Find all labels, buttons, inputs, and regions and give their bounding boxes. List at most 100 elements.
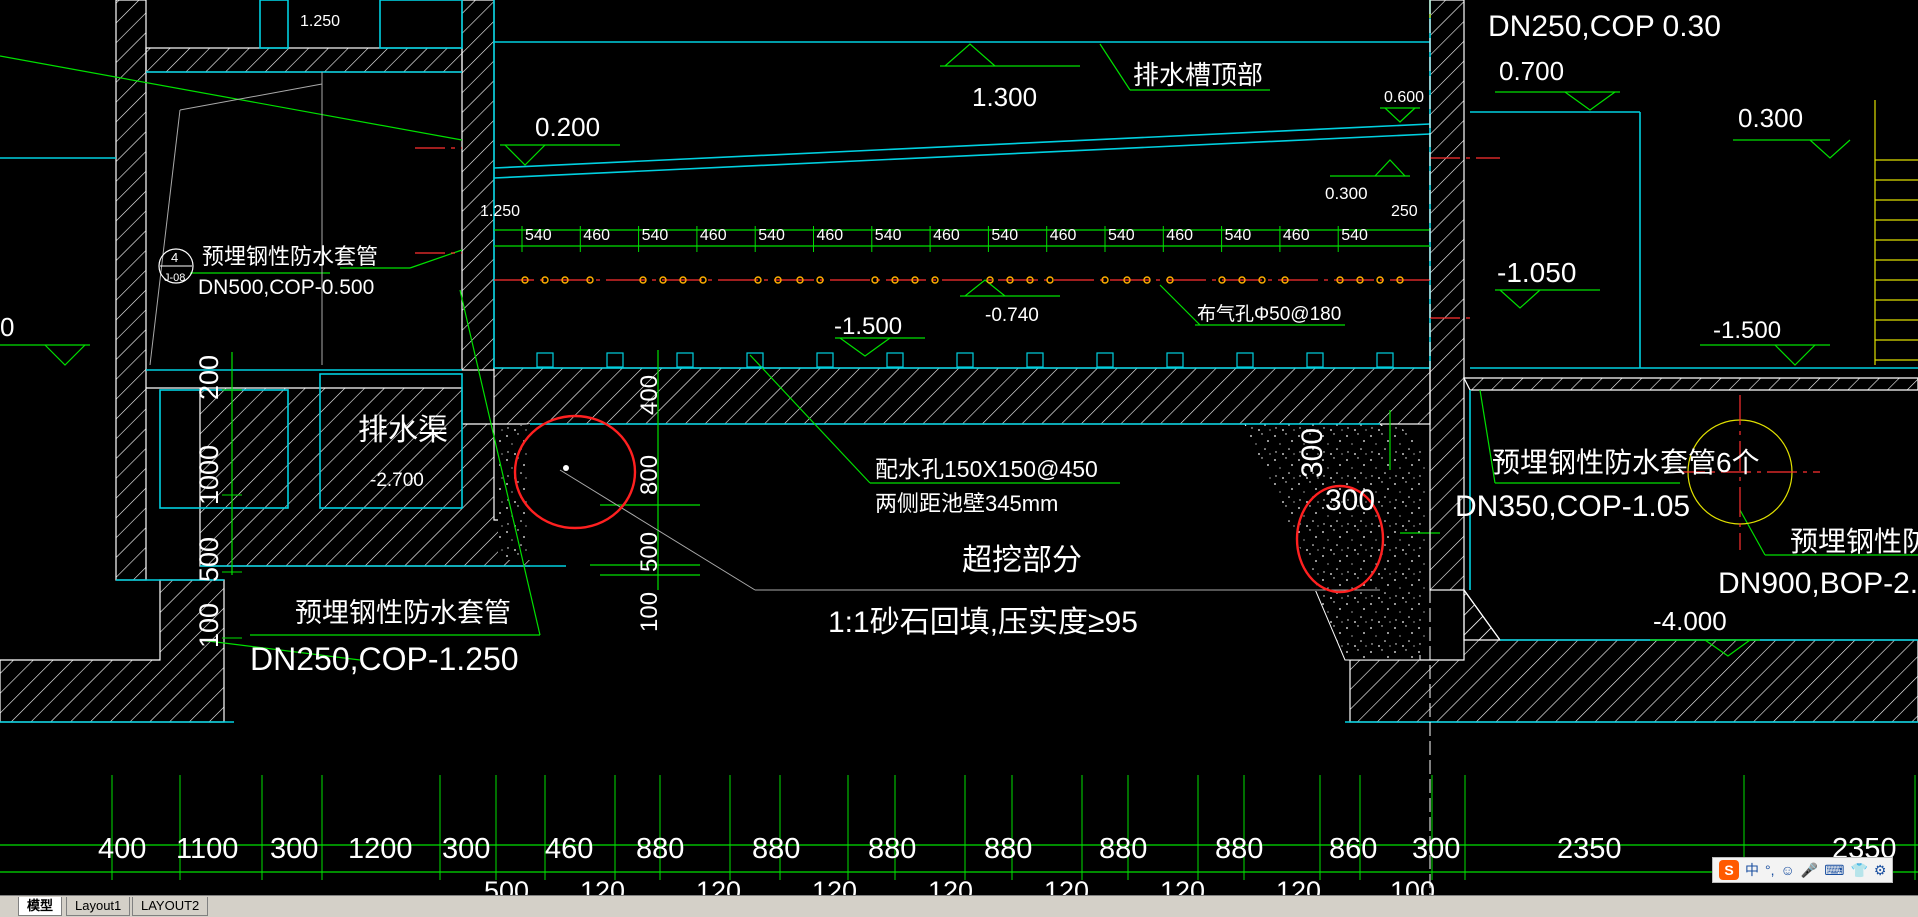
label-detail-sheet: J-08 [164,272,185,284]
top-dim-label: 460 [1050,227,1077,244]
label-sleeve-left-title: 预埋钢性防水套管 [202,244,378,269]
label-dim-300-right: 300 [1325,484,1375,517]
bottom-sub-dim-label: 120 [696,876,741,895]
label-elev-neg-1-050: -1.050 [1497,257,1576,288]
bottom-sub-dim-label: 120 [1044,876,1089,895]
cad-drawing-canvas[interactable]: 排水槽顶部 1.300 0.200 0.600 0.300 250 0.700 … [0,0,1918,895]
label-backfill: 1:1砂石回填,压实度≥95 [828,606,1138,639]
bottom-dim-label: 880 [1215,833,1263,865]
cyan-outlines [0,0,1918,723]
top-dim-label: 540 [1341,227,1368,244]
ime-logo-icon[interactable]: S [1719,860,1739,880]
label-elev-neg-4-000: -4.000 [1653,606,1727,636]
bottom-sub-dim-label: 120 [1160,876,1205,895]
label-water-hole: 配水孔150X150@450 [875,456,1098,482]
top-dim-label: 540 [991,227,1018,244]
top-dim-label: 460 [933,227,960,244]
label-elev-1-250-top: 1.250 [300,13,340,30]
left-vert-dim-label: 200 [194,355,224,400]
mid-vert-dim-label: 800 [636,455,663,495]
mid-vert-dim-label: 400 [636,375,663,415]
label-detail-num: 4 [171,250,178,265]
bottom-sub-dim-label: 500 [484,876,529,895]
bottom-dim-label: 880 [868,833,916,865]
red-axis-lines [415,147,1820,550]
ime-punct[interactable]: °, [1765,862,1775,878]
bottom-dim-label: 860 [1329,833,1377,865]
label-elev-1-300: 1.300 [972,82,1037,112]
label-sleeve-right-spec: DN900,BOP-2.85 [1718,567,1918,600]
mid-vert-dim-label: 100 [636,592,663,632]
label-elev-1-250-left: 1.250 [480,203,520,220]
layout-tab-bar: 模型 Layout1 LAYOUT2 [0,895,1918,917]
label-trench-top: 排水槽顶部 [1133,60,1263,90]
tab-model[interactable]: 模型 [18,897,63,916]
ime-mode[interactable]: 中 [1745,862,1759,878]
vent-row [494,276,1430,284]
bottom-dim-label: 880 [984,833,1032,865]
left-vert-dim-label: 500 [194,537,224,582]
label-sleeve6-title: 预埋钢性防水套管6个 [1492,447,1760,478]
label-elev-neg-1-500-right: -1.500 [1713,317,1781,344]
highlight-circle-left[interactable] [513,414,637,530]
top-dim-label: 460 [817,227,844,244]
label-side-dist: 两侧距池壁345mm [875,491,1058,516]
bottom-sub-dim-label: 120 [1276,876,1321,895]
label-overdig: 超挖部分 [962,544,1082,577]
label-elev-neg-2-700: -2.700 [370,470,424,491]
red-highlight-circles[interactable] [513,414,1385,594]
green-lines [0,43,1918,880]
ime-voice-icon[interactable]: 🎤 [1800,861,1819,878]
label-dn250-top: DN250,COP 0.30 [1488,10,1721,43]
ime-keyboard-icon[interactable]: ⌨ [1824,861,1845,878]
top-dim-label: 540 [758,227,785,244]
bottom-sub-dim-label: 120 [928,876,973,895]
label-sleeve-left-spec: DN500,COP-0.500 [198,276,374,299]
ime-skin-icon[interactable]: 👕 [1850,861,1868,878]
label-vent-hole: 布气孔Φ50@180 [1197,303,1341,325]
grey-lines [149,72,1380,591]
bottom-dim-label: 300 [270,833,318,865]
drawing-labels: 排水槽顶部 1.300 0.200 0.600 0.300 250 0.700 … [0,10,1918,677]
label-elev-0-700: 0.700 [1499,56,1564,86]
label-sleeve-bottom-spec: DN250,COP-1.250 [250,641,519,677]
label-elev-neg-1-500-mid: -1.500 [834,313,902,340]
bottom-sub-dim-label: 120 [580,876,625,895]
bottom-dim-label: 300 [1412,833,1460,865]
top-dim-label: 540 [1108,227,1135,244]
backfill-regions [494,423,1425,661]
ime-emoji-icon[interactable]: ☺ [1780,862,1795,878]
label-elev-neg-0-740: -0.740 [985,305,1039,326]
label-drain-channel: 排水渠 [358,414,448,447]
top-dim-label: 540 [642,227,669,244]
tab-layout2[interactable]: LAYOUT2 [132,897,209,916]
detail-callout-circle [158,248,194,284]
bottom-sub-dim-label: 120 [812,876,857,895]
label-dim-250: 250 [1391,203,1418,220]
bottom-dim-label: 2350 [1557,833,1622,865]
tab-layout1[interactable]: Layout1 [66,897,131,916]
bottom-sub-dimension-row: 500 120 120 120 120 120 120 120 100 [484,876,1435,895]
top-dim-label: 460 [1283,227,1310,244]
label-elev-0-300-right: 0.300 [1738,103,1803,133]
bottom-dim-label: 1100 [176,833,238,865]
bottom-dim-label: 400 [98,833,146,865]
top-dim-label: 540 [1225,227,1252,244]
bottom-sub-dim-label: 100 [1390,876,1435,895]
label-left-edge-0: 0 [0,312,14,342]
left-vert-dim-label: 100 [194,603,224,648]
label-elev-0-600: 0.600 [1384,89,1424,106]
label-elev-0-200: 0.200 [535,112,600,142]
bottom-dim-label: 1200 [348,833,413,865]
bottom-dim-label: 460 [545,833,593,865]
label-sleeve-right-title: 预埋钢性防水套管 [1790,526,1918,557]
water-hole-row [536,352,1394,368]
bottom-dim-label: 300 [442,833,490,865]
ime-toolbar[interactable]: S 中 °, ☺ 🎤 ⌨ 👕 ⚙ [1712,857,1894,883]
highlight-circle-right[interactable] [1295,484,1385,594]
mid-vert-dim-label: 500 [636,532,663,572]
ime-settings-icon[interactable]: ⚙ [1873,861,1887,878]
bottom-dim-label: 880 [1099,833,1147,865]
